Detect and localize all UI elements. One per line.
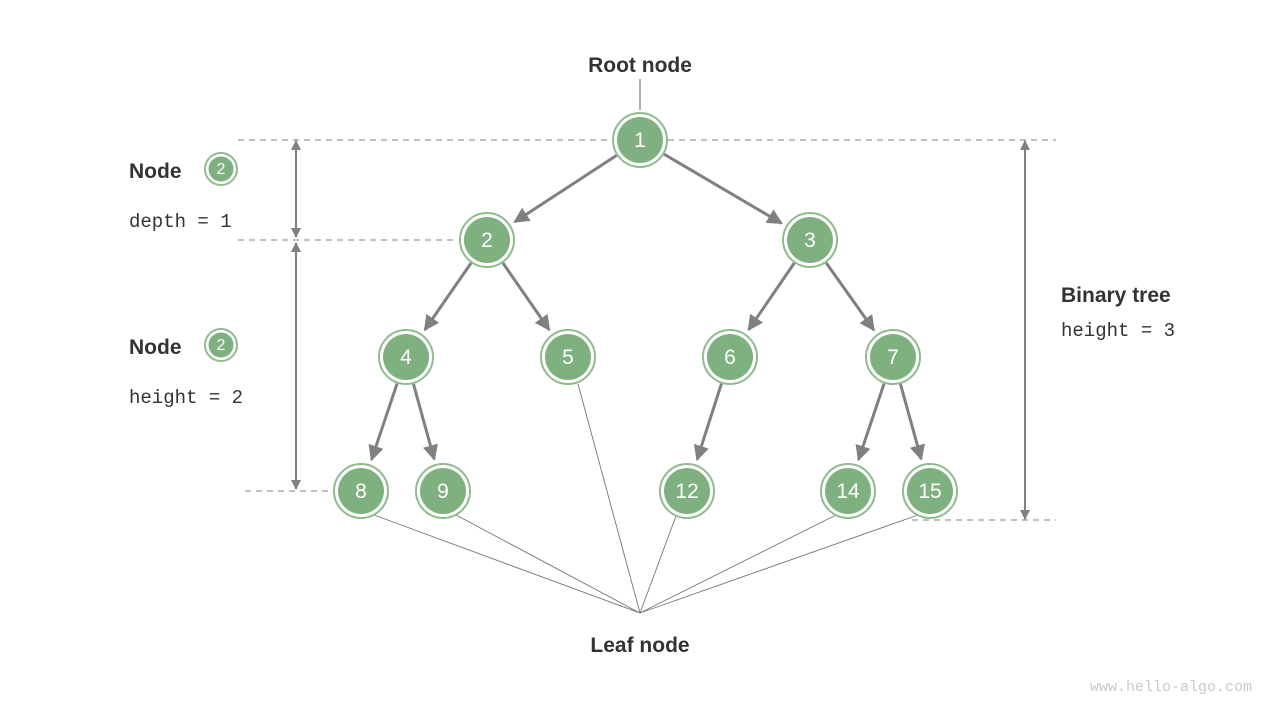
annotation-tree-height: Binary tree height = 3 xyxy=(1061,284,1175,342)
node-height-badge-ring xyxy=(204,328,238,362)
watermark: www.hello-algo.com xyxy=(1090,679,1252,696)
tree-node-5[interactable]: 5 xyxy=(540,329,596,385)
tree-node-value-14: 14 xyxy=(836,480,860,503)
tree-node-disc-14 xyxy=(825,468,871,514)
annotation-node-height: Node 2 height = 2 xyxy=(129,328,243,409)
leaf-pointer-line-n14 xyxy=(639,514,837,614)
tree-node-value-5: 5 xyxy=(562,346,574,369)
tree-node-7[interactable]: 7 xyxy=(865,329,921,385)
tree-node-8[interactable]: 8 xyxy=(333,463,389,519)
node-height-metric: height = 2 xyxy=(129,387,243,409)
tree-node-disc-5 xyxy=(545,334,591,380)
tree-edge-n1-n2 xyxy=(513,154,618,224)
tree-node-12[interactable]: 12 xyxy=(659,463,715,519)
tree-node-value-12: 12 xyxy=(675,480,698,503)
node-depth-badge xyxy=(208,156,234,182)
tree-edge-n3-n7 xyxy=(824,261,876,332)
tree-node-14[interactable]: 14 xyxy=(820,463,876,519)
tree-node-disc-2 xyxy=(464,217,510,263)
tree-node-value-6: 6 xyxy=(724,346,736,369)
leaf-node-label: Leaf node xyxy=(590,634,689,657)
tree-edge-n2-n4 xyxy=(423,262,473,332)
tree-node-disc-7 xyxy=(870,334,916,380)
node-height-badge-value: 2 xyxy=(217,337,226,354)
tree-edge-n7-n14 xyxy=(855,383,886,462)
tree-node-value-1: 1 xyxy=(634,129,646,152)
tree-node-value-9: 9 xyxy=(437,480,449,503)
leaf-pointer-line-n8 xyxy=(373,514,641,614)
tree-node-2[interactable]: 2 xyxy=(459,212,515,268)
tree-node-disc-12 xyxy=(664,468,710,514)
tree-node-4[interactable]: 4 xyxy=(378,329,434,385)
tree-node-disc-9 xyxy=(420,468,466,514)
tree-edge-n4-n8 xyxy=(368,383,399,462)
tree-node-3[interactable]: 3 xyxy=(782,212,838,268)
tree-node-value-8: 8 xyxy=(355,480,367,503)
root-node-label: Root node xyxy=(588,54,692,77)
tree-edge-n7-n15 xyxy=(899,383,926,461)
node-depth-metric: depth = 1 xyxy=(129,211,232,233)
tree-edge-n4-n9 xyxy=(412,383,439,461)
tree-node-disc-15 xyxy=(907,468,953,514)
tree-node-value-7: 7 xyxy=(887,346,899,369)
annotation-node-depth: Node 2 depth = 1 xyxy=(129,152,238,233)
tree-node-disc-6 xyxy=(707,334,753,380)
leaf-pointer-line-n5 xyxy=(577,383,641,614)
leaf-pointer-line-n12 xyxy=(639,515,677,614)
tree-edge-n6-n12 xyxy=(693,383,723,462)
guide-lines xyxy=(238,139,1056,521)
tree-node-value-3: 3 xyxy=(804,229,816,252)
tree-height-metric: height = 3 xyxy=(1061,320,1175,342)
leaf-pointer-line-n15 xyxy=(639,514,919,614)
node-depth-badge-value: 2 xyxy=(217,161,226,178)
tree-node-15[interactable]: 15 xyxy=(902,463,958,519)
node-depth-title: Node xyxy=(129,160,182,183)
tree-node-value-2: 2 xyxy=(481,229,493,252)
tree-node-value-4: 4 xyxy=(400,346,412,369)
annotation-root: Root node xyxy=(588,54,692,77)
annotation-leaf: Leaf node xyxy=(590,634,689,657)
tree-node-disc-8 xyxy=(338,468,384,514)
tree-edges xyxy=(368,152,926,462)
leaf-pointer-line-n9 xyxy=(455,514,641,614)
tree-node-1[interactable]: 1 xyxy=(612,112,668,168)
node-depth-badge-ring xyxy=(204,152,238,186)
leaf-pointer-lines xyxy=(373,383,919,614)
tree-edge-n3-n6 xyxy=(747,262,796,332)
tree-node-9[interactable]: 9 xyxy=(415,463,471,519)
tree-node-disc-4 xyxy=(383,334,429,380)
tree-node-6[interactable]: 6 xyxy=(702,329,758,385)
tree-node-disc-3 xyxy=(787,217,833,263)
tree-edge-n1-n3 xyxy=(663,152,783,225)
tree-height-title: Binary tree xyxy=(1061,284,1171,307)
measure-arrows xyxy=(291,140,1030,520)
tree-node-value-15: 15 xyxy=(918,480,941,503)
node-height-title: Node xyxy=(129,336,182,359)
node-height-badge xyxy=(208,332,234,358)
tree-edge-n2-n5 xyxy=(501,262,551,332)
tree-node-disc-1 xyxy=(617,117,663,163)
